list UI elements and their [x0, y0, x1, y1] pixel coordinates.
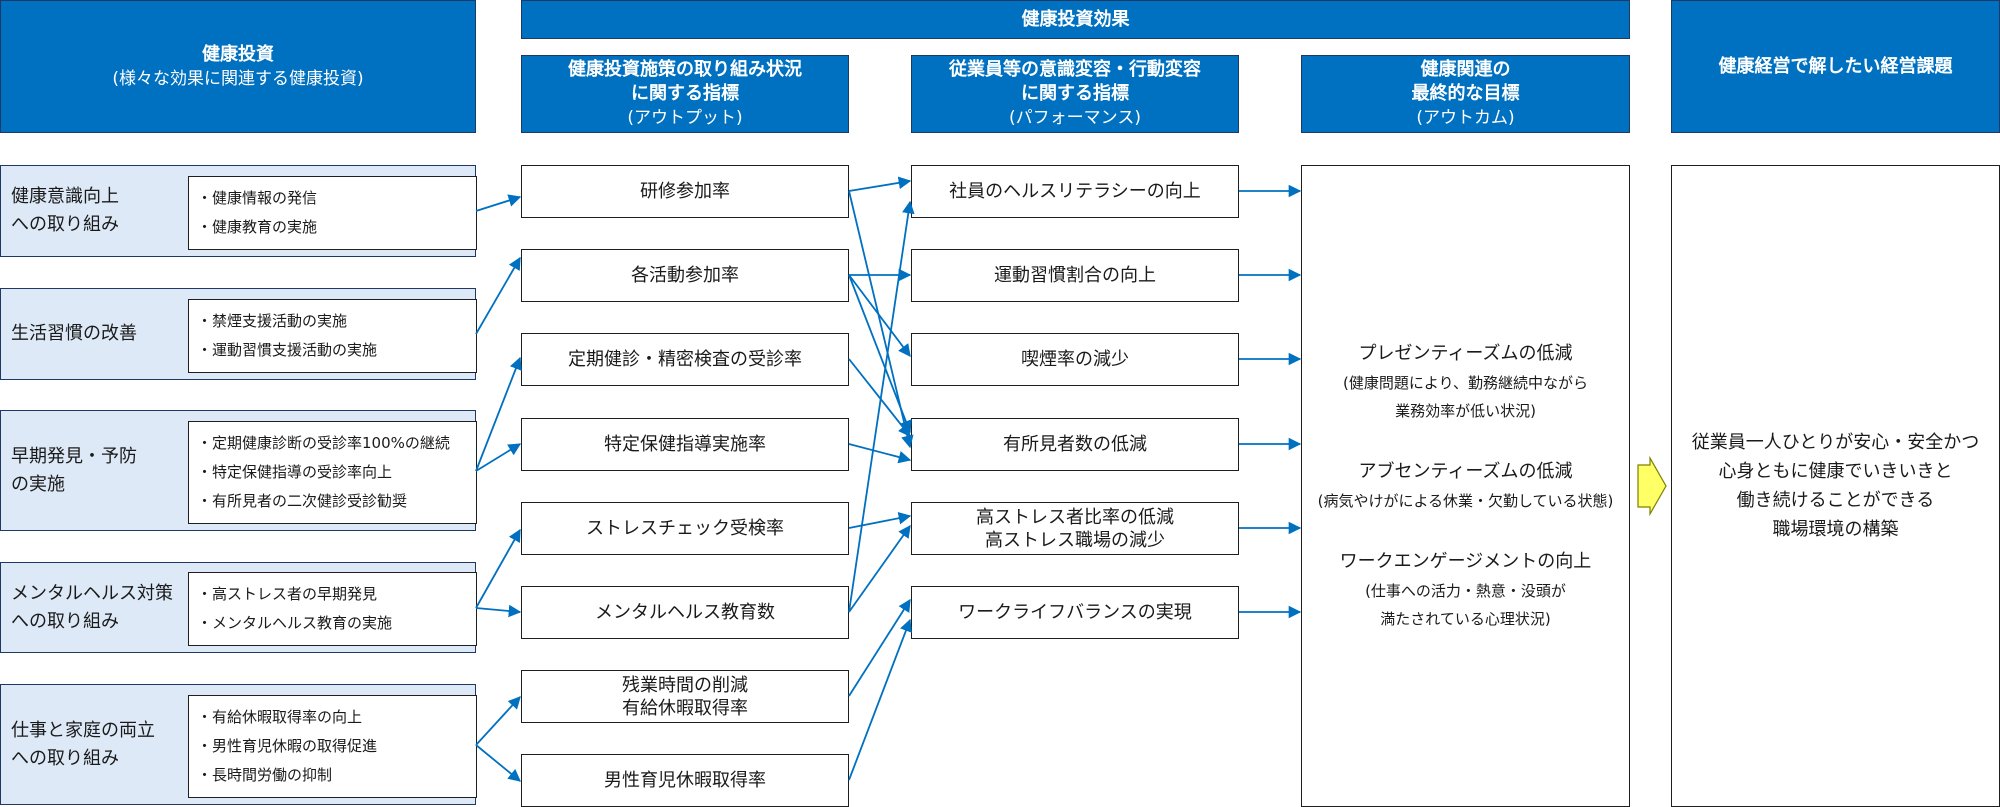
arrow	[848, 190, 914, 449]
header-title: 健康投資施策の取り組み状況 に関する指標	[568, 59, 802, 104]
category-label: 生活習慣の改善	[11, 323, 137, 344]
arrow	[848, 524, 911, 613]
arrow	[848, 176, 912, 192]
output-mental-education: メンタルヘルス教育数	[521, 586, 849, 639]
header-title: 健康投資効果	[1021, 8, 1130, 30]
outcome-absenteeism-note: (病気やけがによる休業・欠勤している状態)	[1317, 492, 1614, 510]
arrow	[848, 274, 911, 358]
category-item: ・禁煙支援活動の実施	[197, 312, 348, 330]
category-item: ・健康情報の発信	[197, 189, 318, 207]
outcome-presenteeism: プレゼンティーズムの低減	[1358, 343, 1573, 364]
category-items: ・定期健康診断の受診率100%の継続 ・特定保健指導の受診率向上 ・有所見者の二…	[188, 421, 477, 524]
outcome-presenteeism-note: (健康問題により、勤務継続中ながら 業務効率が低い状況)	[1343, 374, 1588, 420]
arrow	[475, 256, 521, 335]
outcome-absenteeism: アブセンティーズムの低減	[1358, 461, 1573, 482]
header-output: 健康投資施策の取り組み状況 に関する指標 (アウトプット)	[521, 55, 849, 133]
outcome-engagement-note: (仕事への活力・熱意・没頭が 満たされている心理状況)	[1365, 582, 1566, 628]
category-item: ・健康教育の実施	[197, 218, 318, 236]
arrow	[475, 356, 522, 472]
arrow	[848, 512, 912, 529]
performance-high-stress: 高ストレス者比率の低減 高ストレス職場の減少	[911, 502, 1239, 555]
header-subtitle: (アウトプット)	[627, 108, 743, 128]
header-health-investment: 健康投資 (様々な効果に関連する健康投資)	[0, 0, 476, 133]
category-item: ・有給休暇取得率の向上	[197, 708, 363, 726]
header-investment-effect: 健康投資効果	[521, 0, 1630, 39]
arrow	[848, 598, 911, 697]
category-item: ・特定保健指導の受診率向上	[197, 463, 393, 481]
header-subtitle: (様々な効果に関連する健康投資)	[112, 68, 364, 89]
performance-smoking-rate: 喫煙率の減少	[911, 333, 1239, 386]
outcome-to-issue-arrow	[1637, 455, 1667, 517]
category-items: ・有給休暇取得率の向上 ・男性育児休暇の取得促進 ・長時間労働の抑制	[188, 695, 477, 798]
category-items: ・高ストレス者の早期発見 ・メンタルヘルス教育の実施	[188, 572, 477, 646]
output-health-guidance-rate: 特定保健指導実施率	[521, 418, 849, 471]
output-stress-check-rate: ストレスチェック受検率	[521, 502, 849, 555]
category-work-life: 仕事と家庭の両立 への取り組み ・有給休暇取得率の向上 ・男性育児休暇の取得促進…	[0, 684, 477, 805]
outcome-engagement: ワークエンゲージメントの向上	[1339, 551, 1592, 572]
category-label: 早期発見・予防 の実施	[11, 445, 137, 495]
issue-panel: 従業員一人ひとりが安心・安全かつ 心身ともに健康でいきいきと 働き続けることがで…	[1671, 165, 2000, 807]
arrow	[475, 443, 522, 472]
performance-work-life-balance: ワークライフバランスの実現	[911, 586, 1239, 639]
category-item: ・定期健康診断の受診率100%の継続	[197, 434, 450, 452]
category-item: ・高ストレス者の早期発見	[197, 585, 378, 603]
arrow	[848, 200, 915, 613]
arrow	[475, 528, 521, 609]
issue-text: 従業員一人ひとりが安心・安全かつ 心身ともに健康でいきいきと 働き続けることがで…	[1691, 432, 1980, 540]
category-label: 健康意識向上 への取り組み	[11, 186, 119, 235]
arrow	[475, 604, 522, 618]
output-training-participation: 研修参加率	[521, 165, 849, 218]
arrow	[848, 443, 912, 464]
category-item: ・運動習慣支援活動の実施	[197, 341, 378, 359]
output-overtime-paid-leave: 残業時間の削減 有給休暇取得率	[521, 670, 849, 723]
header-management-issue: 健康経営で解したい経営課題	[1671, 0, 2000, 133]
performance-health-literacy: 社員のヘルスリテラシーの向上	[911, 165, 1239, 218]
header-title: 健康投資	[202, 43, 274, 65]
category-items: ・健康情報の発信 ・健康教育の実施	[188, 176, 477, 250]
output-paternity-leave: 男性育児休暇取得率	[521, 754, 849, 807]
header-outcome: 健康関連の 最終的な目標 (アウトカム)	[1301, 55, 1630, 133]
header-title: 健康経営で解したい経営課題	[1718, 55, 1953, 77]
arrow	[848, 358, 911, 437]
header-subtitle: (パフォーマンス)	[1009, 108, 1141, 128]
arrow	[475, 194, 522, 212]
arrow	[848, 274, 912, 434]
category-early-detection: 早期発見・予防 の実施 ・定期健康診断の受診率100%の継続 ・特定保健指導の受…	[0, 410, 477, 531]
category-item: ・メンタルヘルス教育の実施	[197, 614, 393, 632]
category-item: ・男性育児休暇の取得促進	[197, 737, 378, 755]
header-subtitle: (アウトカム)	[1416, 108, 1515, 128]
output-checkup-rate: 定期健診・精密検査の受診率	[521, 333, 849, 386]
arrow	[475, 744, 521, 782]
outcome-panel: プレゼンティーズムの低減 (健康問題により、勤務継続中ながら 業務効率が低い状況…	[1301, 165, 1630, 807]
header-title: 健康関連の 最終的な目標	[1411, 59, 1520, 104]
category-label: 仕事と家庭の両立 への取り組み	[11, 719, 155, 769]
arrow	[475, 696, 521, 746]
category-items: ・禁煙支援活動の実施 ・運動習慣支援活動の実施	[188, 299, 477, 373]
category-label: メンタルヘルス対策 への取り組み	[11, 582, 173, 632]
category-mental-health: メンタルヘルス対策 への取り組み ・高ストレス者の早期発見 ・メンタルヘルス教育…	[0, 562, 477, 653]
header-title: 従業員等の意識変容・行動変容 に関する指標	[949, 59, 1201, 104]
performance-exercise-habit: 運動習慣割合の向上	[911, 249, 1239, 302]
header-performance: 従業員等の意識変容・行動変容 に関する指標 (パフォーマンス)	[911, 55, 1239, 133]
category-item: ・有所見者の二次健診受診勧奨	[197, 492, 408, 510]
performance-findings-reduction: 有所見者数の低減	[911, 418, 1239, 471]
category-health-awareness: 健康意識向上 への取り組み ・健康情報の発信 ・健康教育の実施	[0, 165, 477, 257]
arrow	[848, 618, 912, 781]
category-item: ・長時間労働の抑制	[197, 766, 333, 784]
category-lifestyle: 生活習慣の改善 ・禁煙支援活動の実施 ・運動習慣支援活動の実施	[0, 288, 477, 380]
output-activity-participation: 各活動参加率	[521, 249, 849, 302]
